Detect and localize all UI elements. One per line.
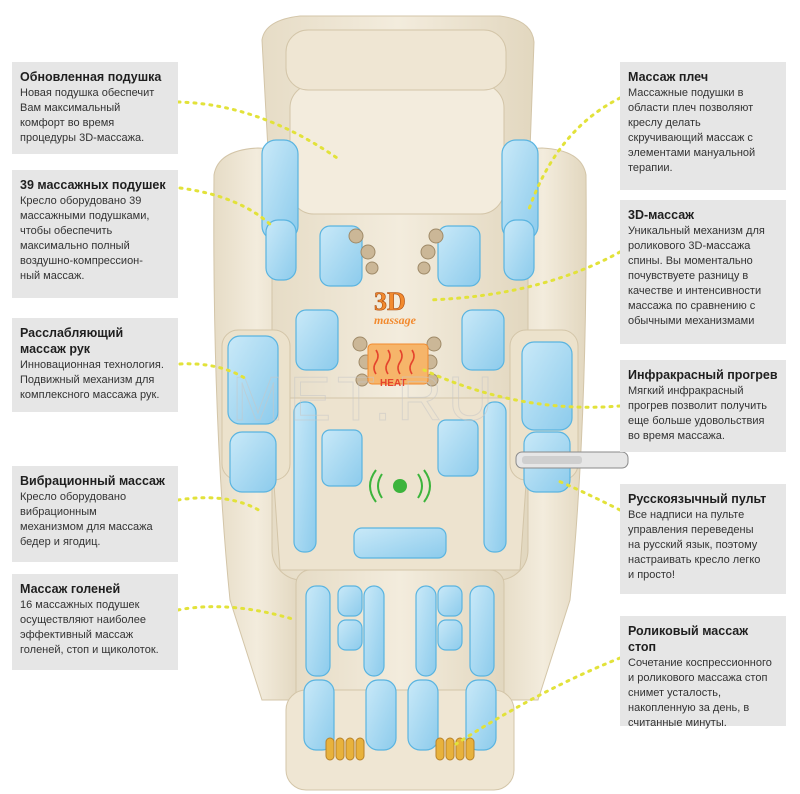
callout-pillow-title: Обновленная подушка <box>20 70 162 84</box>
callout-remote-title: Русскоязычный пульт <box>628 492 767 506</box>
callout-infrared-title: Инфракрасный прогрев <box>628 368 778 382</box>
foot-rollers <box>325 737 475 761</box>
callout-feet-body: Сочетание коспрессионного и роликового м… <box>628 657 772 729</box>
label-heat: HEAT <box>380 378 406 389</box>
callout-vibration-title: Вибрационный массаж <box>20 474 165 488</box>
callout-infrared: Инфракрасный прогрев Мягкий инфракрасный… <box>620 360 786 452</box>
vibration-indicator <box>369 469 431 503</box>
callout-calves-title: Массаж голеней <box>20 582 121 596</box>
callout-vibration: Вибрационный массаж Кресло оборудовано в… <box>12 466 178 562</box>
callout-arms: Расслабляющий массаж рук Инновационная т… <box>12 318 178 412</box>
callout-vibration-body: Кресло оборудовано вибрационным механизм… <box>20 491 153 548</box>
callout-airbags-title: 39 массажных подушек <box>20 178 166 192</box>
label-massage: massage <box>374 313 417 327</box>
callout-remote: Русскоязычный пульт Все надписи на пульт… <box>620 484 786 594</box>
callout-shoulders-title: Массаж плеч <box>628 70 709 84</box>
callout-pillow-body: Новая подушка обеспечит Вам максимальный… <box>20 87 155 144</box>
callout-airbags: 39 массажных подушек Кресло оборудовано … <box>12 170 178 298</box>
callout-infrared-body: Мягкий инфракрасный прогрев позволит пол… <box>628 385 767 442</box>
callout-feet: Роликовый массаж стоп Сочетание коспресс… <box>620 616 786 729</box>
callout-calves: Массаж голеней 16 массажных подушек осущ… <box>12 574 178 670</box>
callout-3d-massage: 3D-массаж Уникальный механизм для ролико… <box>620 200 786 344</box>
callout-remote-body: Все надписи на пульте управления перевед… <box>628 509 761 581</box>
callout-arms-title: Расслабляющий массаж рук <box>20 326 124 356</box>
label-3d: 3D <box>374 287 406 316</box>
callout-arms-body: Инновационная технология. Подвижный меха… <box>20 359 164 401</box>
callout-3d-massage-body: Уникальный механизм для роликового 3D-ма… <box>628 225 765 327</box>
remote-control <box>515 451 629 469</box>
leader-lines <box>176 96 622 746</box>
3d-rollers <box>348 228 444 387</box>
callout-pillow: Обновленная подушка Новая подушка обеспе… <box>12 62 178 154</box>
callout-calves-body: 16 массажных подушек осуществляют наибол… <box>20 599 159 656</box>
watermark: MET.RU <box>232 365 499 434</box>
callout-3d-massage-title: 3D-массаж <box>628 208 695 222</box>
airbags <box>227 139 573 751</box>
callout-shoulders-body: Массажные подушки в области плеч позволя… <box>628 87 756 174</box>
callout-airbags-body: Кресло оборудовано 39 массажными подушка… <box>20 195 150 282</box>
heat-panel <box>367 343 429 385</box>
callout-feet-title: Роликовый массаж стоп <box>628 624 749 654</box>
callout-shoulders: Массаж плеч Массажные подушки в области … <box>620 62 786 190</box>
